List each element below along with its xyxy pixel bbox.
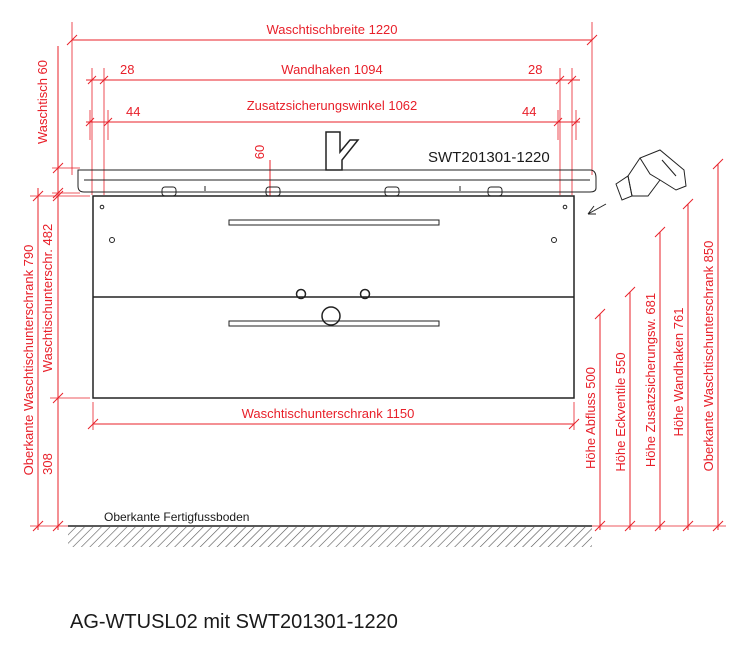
basin bbox=[77, 169, 597, 197]
safety-height-label: Höhe Zusatzsicherungsw. 681 bbox=[643, 293, 658, 467]
wall-hook-offset-left: 28 bbox=[120, 62, 134, 77]
faucet-icon bbox=[325, 131, 360, 171]
cabinet-height-label: Waschtischunterschr. 482 bbox=[40, 224, 55, 372]
dim-basin-height: Waschtisch 60 bbox=[35, 46, 80, 200]
wall-hook-offset-right: 28 bbox=[528, 62, 542, 77]
dim-left-heights: Oberkante Waschtischunterschrank 790 Was… bbox=[21, 188, 90, 532]
safety-bracket-label: Zusatzsicherungswinkel 1062 bbox=[247, 98, 418, 113]
safety-offset-left: 44 bbox=[126, 104, 140, 119]
dim-hook-depth: 60 bbox=[252, 145, 271, 196]
hook-height-label: Höhe Wandhaken 761 bbox=[671, 308, 686, 437]
hook-depth-label: 60 bbox=[252, 145, 267, 159]
drawing-caption: AG-WTUSL02 mit SWT201301-1220 bbox=[70, 611, 398, 633]
dim-safety-bracket: 44 Zusatzsicherungswinkel 1062 44 bbox=[85, 98, 581, 140]
basin-height-label: Waschtisch 60 bbox=[35, 60, 50, 144]
wall-hook-label: Wandhaken 1094 bbox=[281, 62, 382, 77]
dim-cabinet-width: Waschtischunterschrank 1150 bbox=[87, 402, 580, 430]
basin-model-label: SWT201301-1220 bbox=[428, 149, 550, 166]
vanity-cabinet bbox=[92, 195, 575, 399]
drain-height-label: Höhe Abfluss 500 bbox=[583, 367, 598, 469]
dim-wall-hook: 28 Wandhaken 1094 28 bbox=[86, 62, 580, 195]
floor-label: Oberkante Fertigfussboden bbox=[104, 510, 249, 524]
cabinet-top-height-right-label: Oberkante Waschtischunterschrank 850 bbox=[701, 241, 716, 472]
dim-right-heights: Höhe Abfluss 500 Höhe Eckventile 550 Höh… bbox=[583, 158, 726, 532]
cabinet-width-label: Waschtischunterschrank 1150 bbox=[242, 406, 415, 421]
cabinet-top-height-label: Oberkante Waschtischunterschrank 790 bbox=[21, 245, 36, 476]
safety-offset-right: 44 bbox=[522, 104, 536, 119]
valve-height-label: Höhe Eckventile 550 bbox=[613, 352, 628, 471]
floor-gap-label: 308 bbox=[40, 453, 55, 475]
basin-width-label: Waschtischbreite 1220 bbox=[266, 22, 397, 37]
mounting-bracket-icon bbox=[587, 149, 687, 215]
floor: Oberkante Fertigfussboden bbox=[68, 510, 592, 547]
dim-basin-width: Waschtischbreite 1220 bbox=[66, 22, 598, 175]
